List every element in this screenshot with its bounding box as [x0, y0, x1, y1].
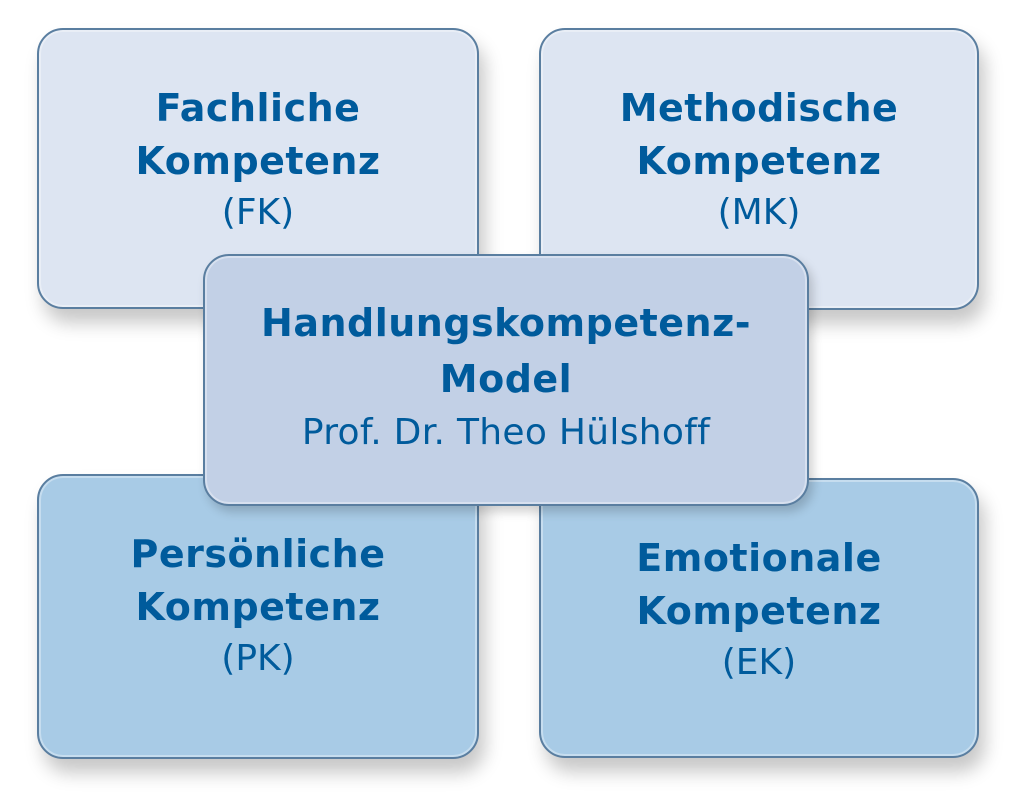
box-title-line1: Emotionale: [636, 536, 882, 580]
box-title-line2: Kompetenz: [135, 139, 381, 183]
box-title-line1: Persönliche: [130, 532, 386, 576]
box-title-line1: Fachliche: [155, 86, 361, 130]
box-abbreviation: (EK): [721, 642, 797, 683]
box-title-line2: Kompetenz: [135, 585, 381, 629]
competence-box-emotionale: Emotionale Kompetenz (EK): [539, 478, 979, 758]
box-abbreviation: (MK): [717, 192, 801, 233]
competence-box-methodische: Methodische Kompetenz (MK): [539, 28, 979, 310]
model-author: Prof. Dr. Theo Hülshoff: [301, 412, 711, 453]
central-model-box: Handlungskompetenz- Model Prof. Dr. Theo…: [203, 254, 809, 506]
box-title-line2: Kompetenz: [636, 589, 882, 633]
competence-box-persoenliche: Persönliche Kompetenz (PK): [37, 474, 479, 759]
model-title-line1: Handlungskompetenz-: [261, 301, 751, 345]
model-title-line2: Model: [439, 357, 573, 401]
box-title-line2: Kompetenz: [636, 139, 882, 183]
box-abbreviation: (FK): [221, 192, 295, 233]
box-title-line1: Methodische: [619, 86, 899, 130]
box-abbreviation: (PK): [221, 638, 295, 679]
